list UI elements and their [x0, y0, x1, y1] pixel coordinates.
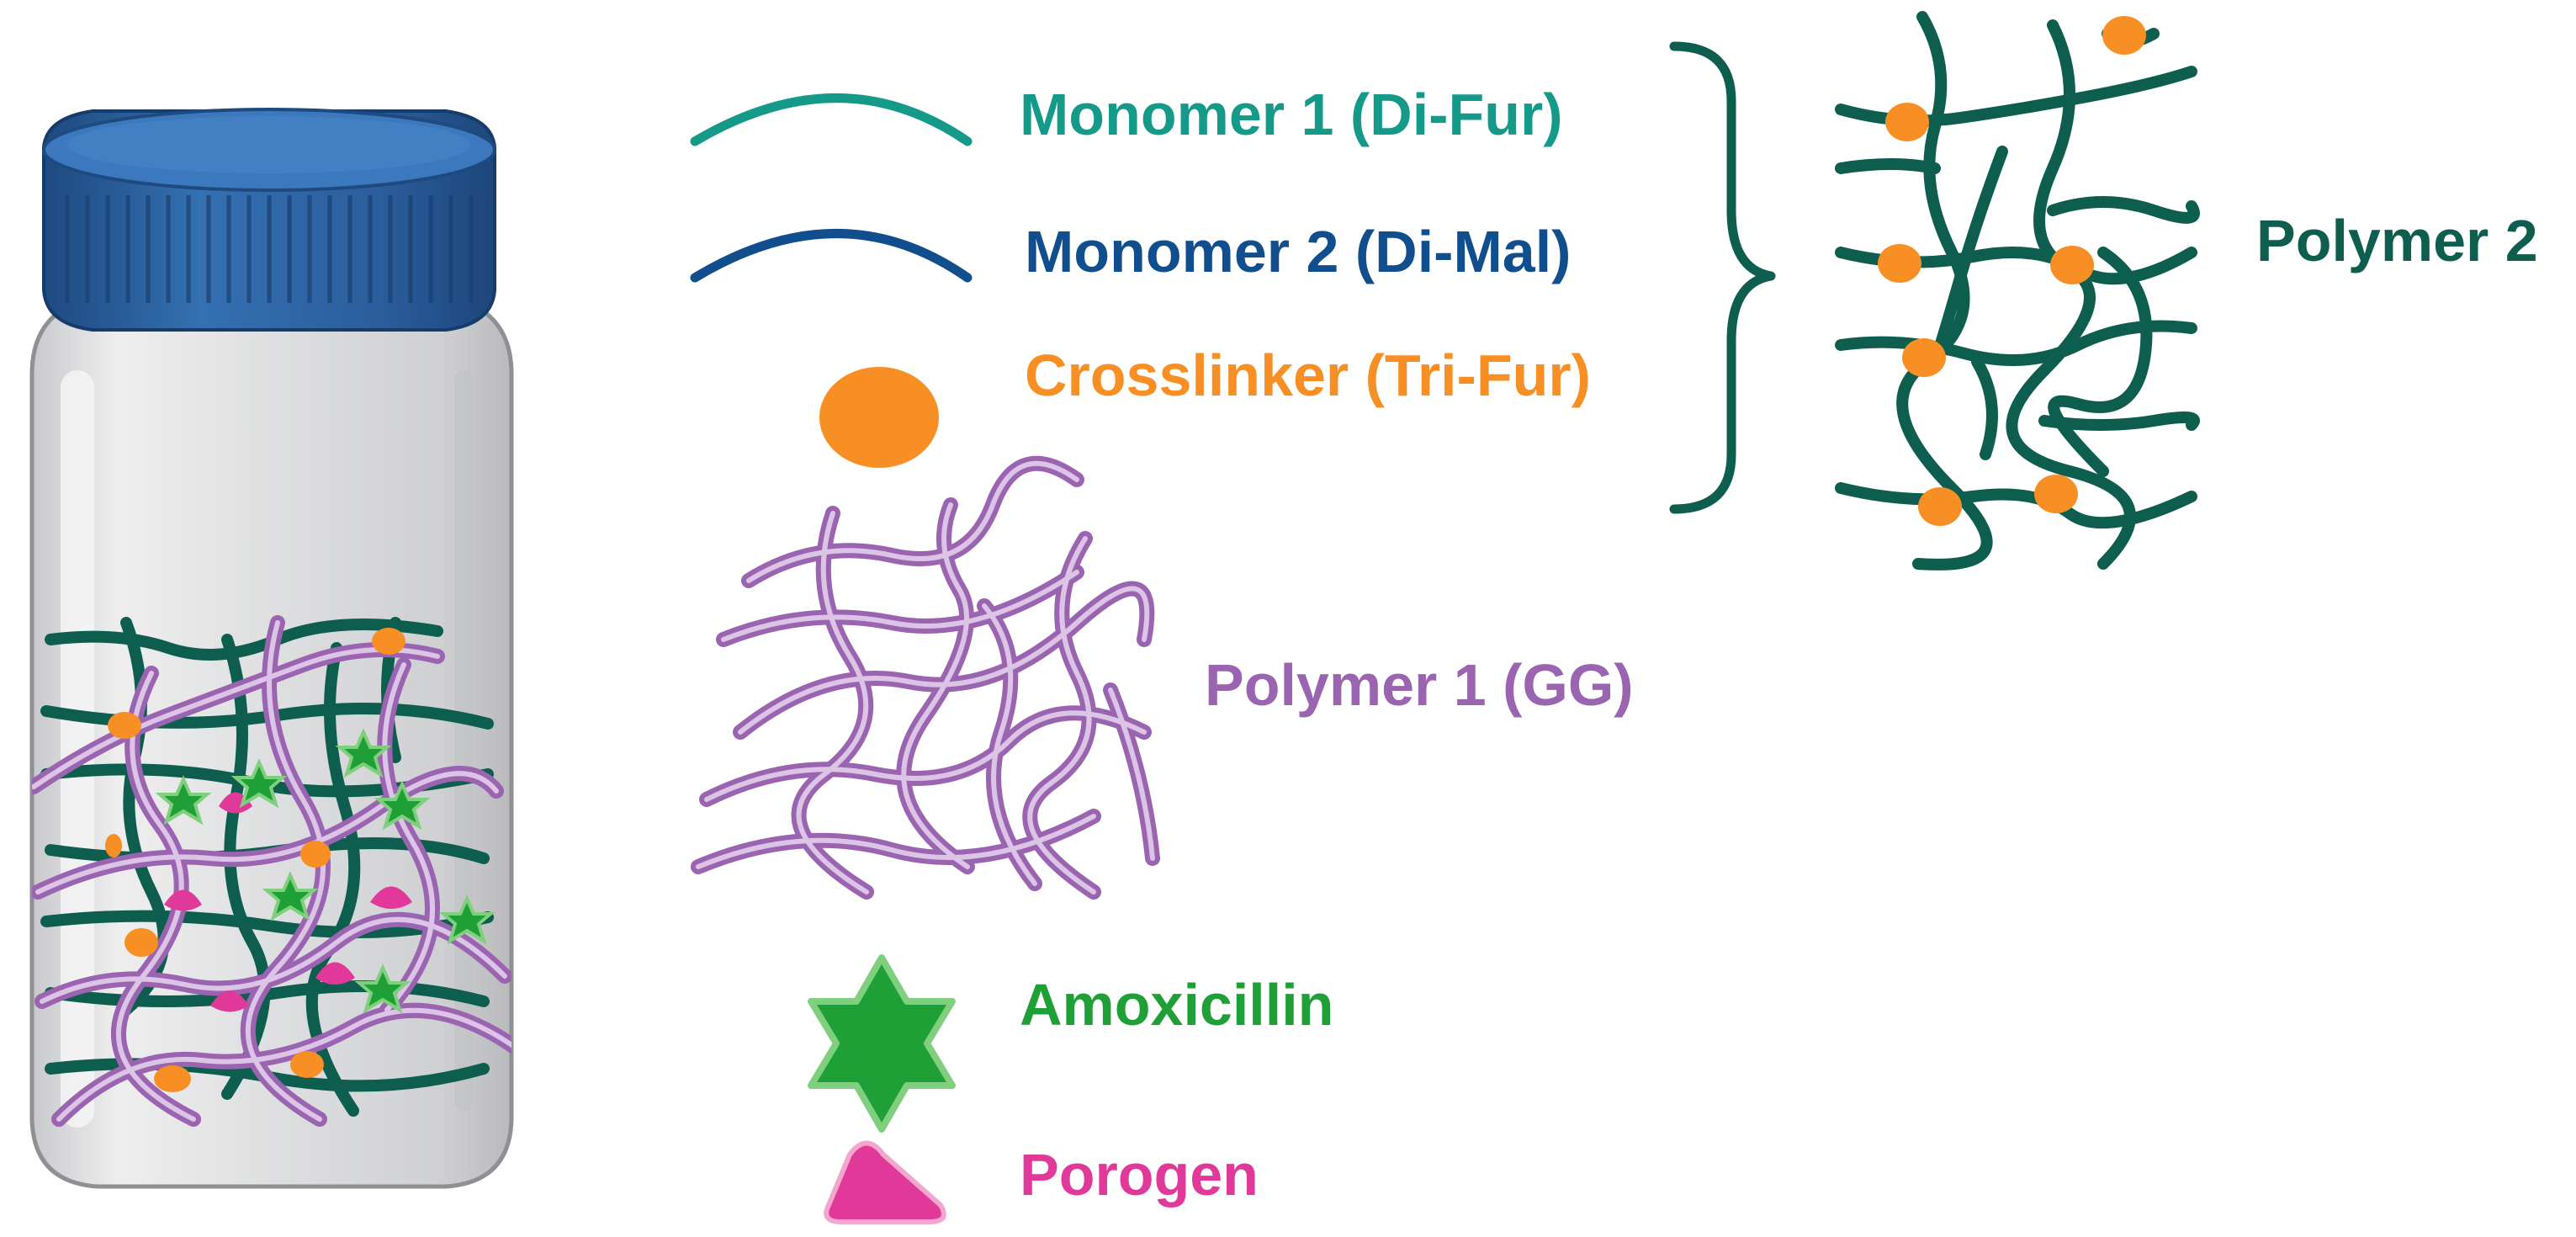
- polymer-1-label: Polymer 1 (GG): [1205, 652, 1634, 718]
- monomer-1-label: Monomer 1 (Di-Fur): [1020, 82, 1563, 147]
- vial-amoxicillin-stars: [155, 728, 496, 1014]
- monomer-2-label: Monomer 2 (Di-Mal): [1025, 219, 1571, 284]
- amoxicillin-star-icon: [808, 954, 956, 1133]
- crosslinker-label: Crosslinker (Tri-Fur): [1025, 342, 1591, 408]
- polymer-2-label: Polymer 2: [2256, 208, 2538, 273]
- porogen-triangle-icon: [824, 1140, 946, 1224]
- amoxicillin-label: Amoxicillin: [1020, 972, 1333, 1038]
- porogen-label: Porogen: [1020, 1142, 1259, 1208]
- polymer-2-network-icon: [1835, 11, 2200, 571]
- crosslinker-dot-icon: [819, 367, 939, 468]
- monomer-1-arc-icon: [690, 93, 973, 146]
- monomer-2-arc-icon: [690, 229, 973, 283]
- vial-cap: [42, 108, 496, 332]
- vial-hydrogel-contents: [32, 615, 511, 1127]
- right-brace-icon: [1669, 41, 1776, 514]
- polymer-1-strands-icon: [691, 455, 1160, 900]
- vial-icon: [29, 108, 514, 1189]
